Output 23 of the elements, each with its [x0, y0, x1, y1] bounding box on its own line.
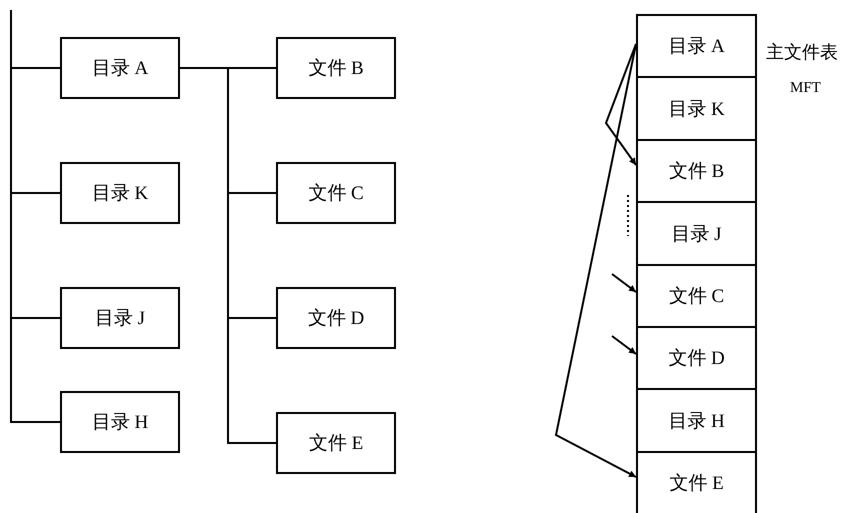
table-cell: 文件 D	[636, 326, 757, 390]
table-cell: 目录 H	[636, 388, 757, 453]
table-cell: 目录 A	[636, 14, 757, 78]
file-box: 文件 D	[276, 287, 396, 349]
directory-box: 目录 J	[60, 287, 180, 349]
table-cell: 文件 C	[636, 264, 757, 328]
file-box: 文件 C	[276, 162, 396, 224]
arrow	[554, 44, 637, 478]
directory-box: 目录 H	[60, 391, 180, 453]
file-box: 文件 E	[276, 412, 396, 474]
arrow	[604, 44, 637, 166]
table-cell: 文件 E	[636, 451, 757, 513]
table-cell: 目录 K	[636, 76, 757, 141]
table-cell: 文件 B	[636, 139, 757, 203]
file-box: 文件 B	[276, 37, 396, 99]
directory-box: 目录 A	[60, 37, 180, 99]
arrow	[611, 273, 637, 293]
table-cell: 目录 J	[636, 201, 757, 266]
table-title: 主文件表	[766, 41, 838, 64]
directory-box: 目录 K	[60, 162, 180, 224]
connector-line	[10, 10, 60, 423]
table-abbreviation: MFT	[790, 80, 821, 97]
arrow	[611, 335, 637, 355]
